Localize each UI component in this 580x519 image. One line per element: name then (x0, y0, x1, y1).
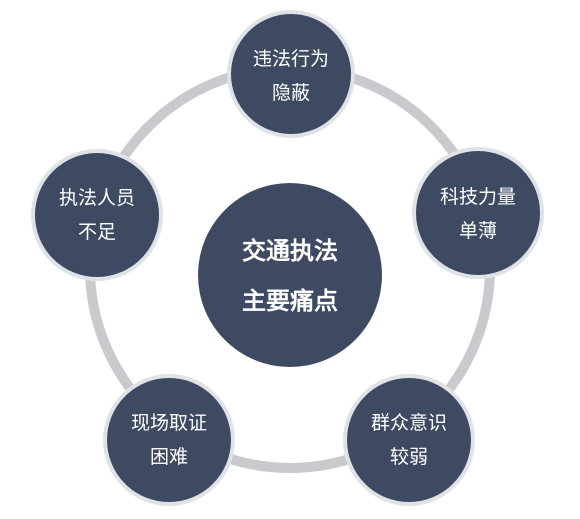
center-node-line2: 主要痛点 (242, 287, 338, 315)
node-right-line1: 科技力量 (440, 186, 516, 208)
node-bottom-right-circle (343, 374, 475, 506)
node-bottom-left-line1: 现场取证 (131, 412, 207, 434)
node-right-line2: 单薄 (459, 220, 497, 242)
node-right-circle (412, 147, 544, 279)
center-node: 交通执法 主要痛点 (198, 183, 382, 367)
node-bottom-left: 现场取证 困难 (103, 374, 235, 506)
node-left-circle (31, 149, 163, 281)
node-top-circle (227, 10, 355, 138)
node-bottom-left-line2: 困难 (150, 446, 188, 468)
node-bottom-right-line1: 群众意识 (371, 412, 447, 434)
center-node-line1: 交通执法 (242, 237, 338, 265)
node-left: 执法人员 不足 (31, 149, 163, 281)
node-left-line2: 不足 (78, 221, 116, 243)
node-top-line1: 违法行为 (253, 48, 329, 70)
node-top-line2: 隐蔽 (272, 82, 310, 104)
node-bottom-left-circle (103, 374, 235, 506)
node-bottom-right: 群众意识 较弱 (343, 374, 475, 506)
node-bottom-right-line2: 较弱 (390, 446, 428, 468)
node-top: 违法行为 隐蔽 (227, 10, 355, 138)
node-right: 科技力量 单薄 (412, 147, 544, 279)
center-node-circle (198, 183, 382, 367)
node-left-line1: 执法人员 (59, 187, 135, 209)
